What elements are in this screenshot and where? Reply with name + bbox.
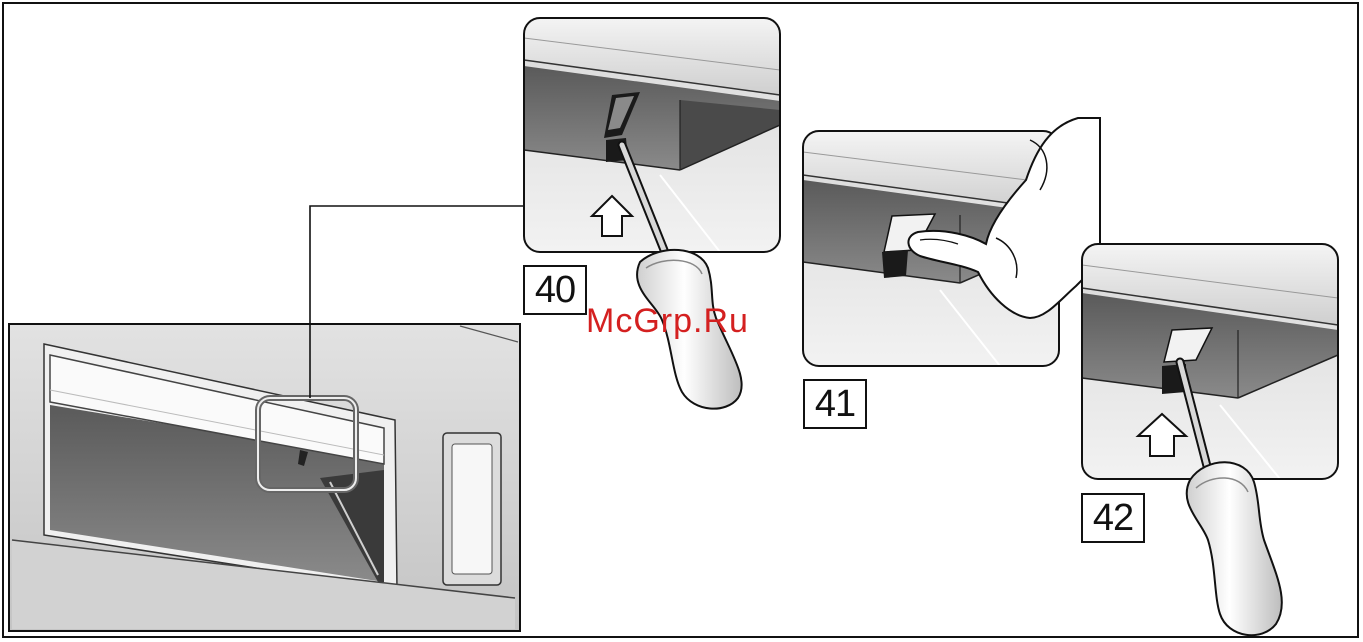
- detail-panel-40: [524, 18, 780, 409]
- step-label-42: 42: [1081, 493, 1145, 543]
- detail-panel-41: [803, 118, 1100, 366]
- step-label-41: 41: [803, 379, 867, 429]
- overview-panel: [9, 324, 520, 631]
- detail-panel-42: [1082, 244, 1338, 635]
- watermark-text: McGrp.Ru: [586, 302, 749, 341]
- step-label-40: 40: [523, 265, 587, 315]
